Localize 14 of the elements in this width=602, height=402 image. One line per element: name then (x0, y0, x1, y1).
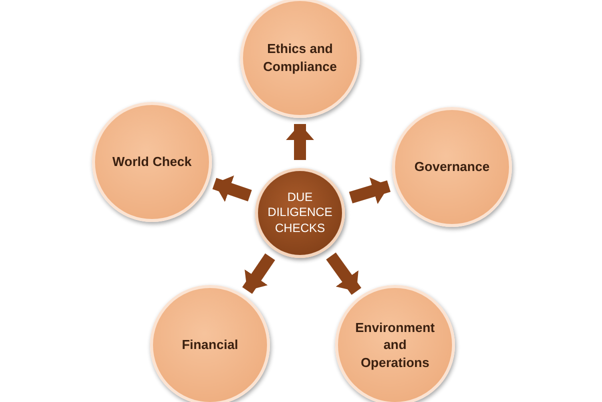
node-label: DUE DILIGENCE CHECKS (266, 190, 334, 236)
arrow (326, 252, 362, 295)
node-label: World Check (111, 153, 193, 171)
topic-circle (240, 0, 360, 118)
node-label: Environment and Operations (354, 318, 436, 372)
center-circle (255, 168, 345, 258)
topic-circle (150, 285, 270, 402)
arrow (212, 175, 252, 202)
node-label: Financial (180, 336, 240, 354)
arrow (348, 177, 391, 204)
node-label: Ethics and Compliance (262, 40, 338, 76)
node-label: Governance (413, 158, 491, 176)
arrow (286, 124, 314, 160)
arrow (242, 253, 276, 294)
